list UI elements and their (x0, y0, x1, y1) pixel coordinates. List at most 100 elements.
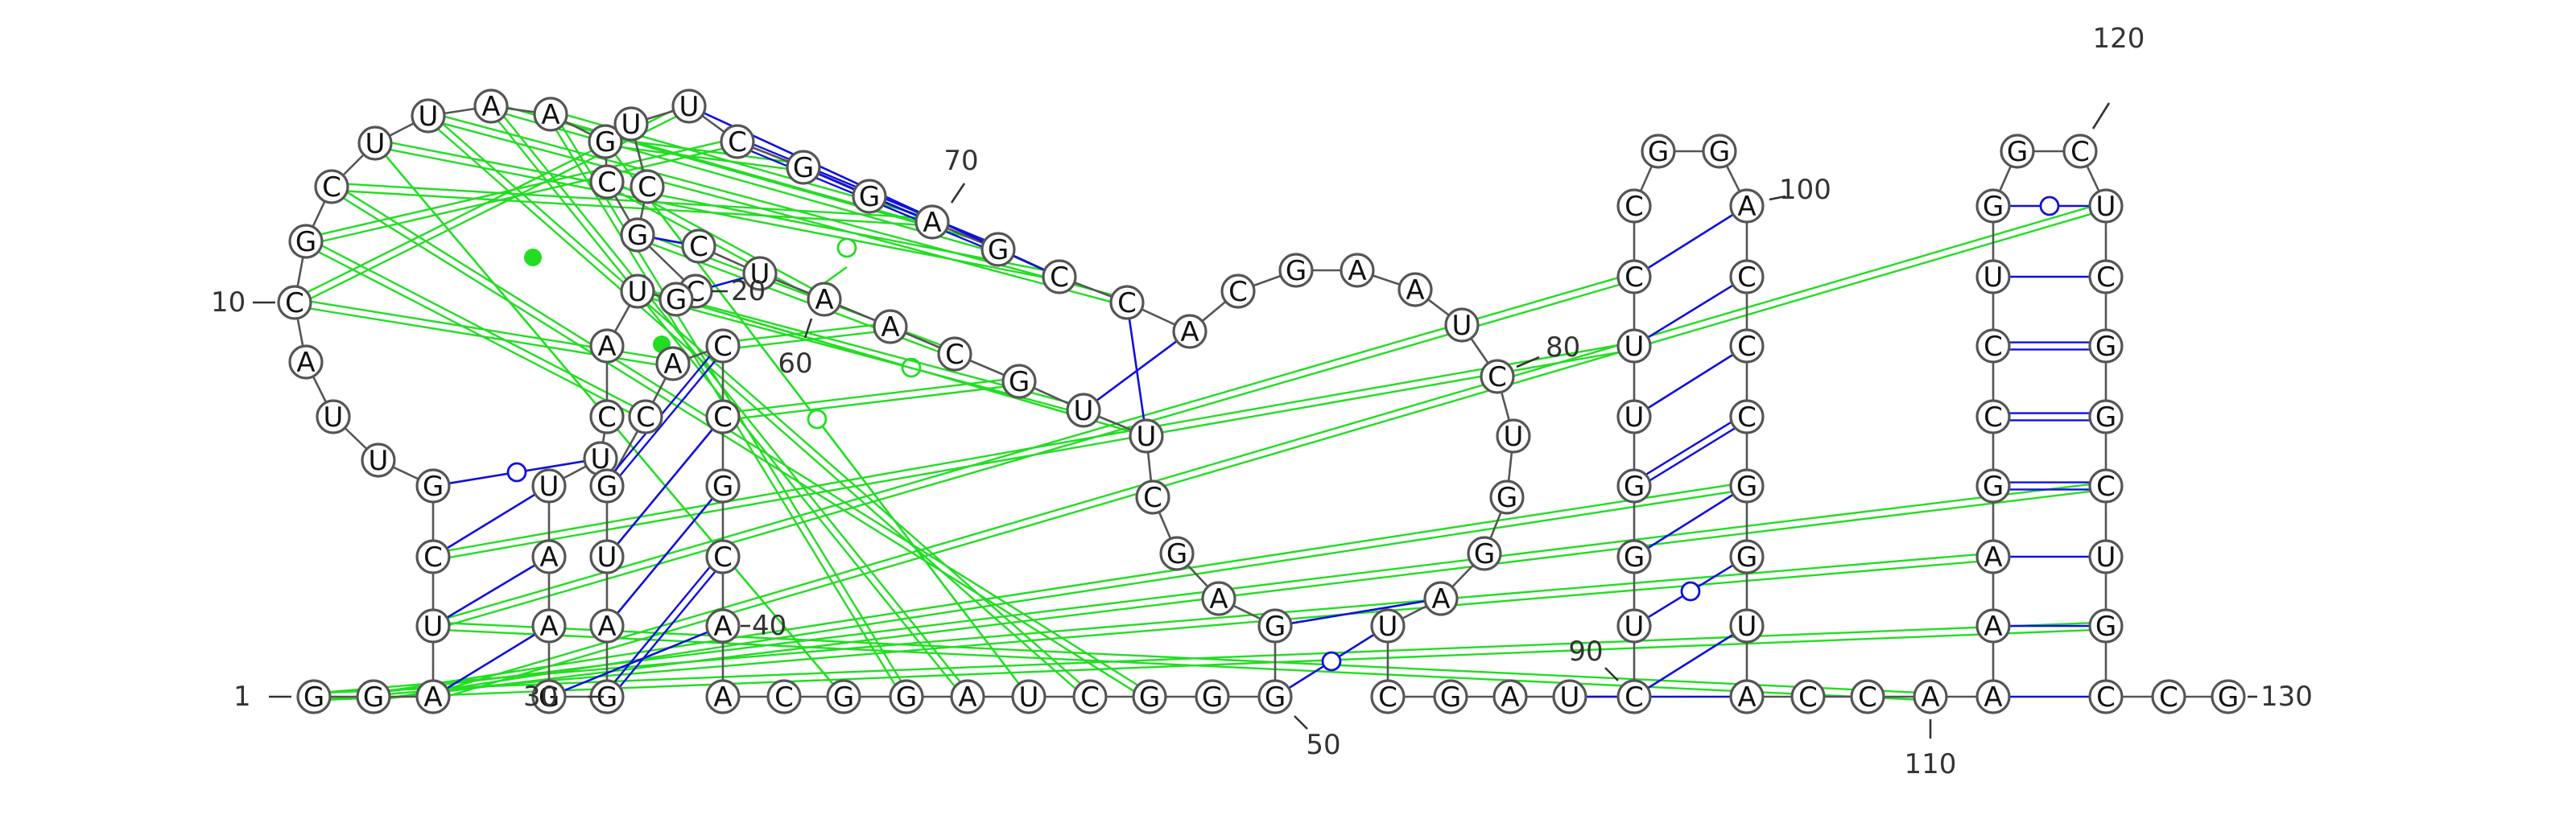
nucleotide-circle (296, 679, 332, 714)
nucleotide-letter: C (1624, 191, 1644, 223)
nucleotide-letter: G (2095, 401, 2116, 434)
index-label: 1 (233, 681, 251, 713)
base-pair (317, 250, 631, 414)
nucleotide: A (415, 679, 451, 714)
nucleotide-letter: U (750, 258, 770, 290)
nucleotide-circle (2088, 188, 2124, 224)
base-pair (387, 484, 1732, 692)
base-pair (709, 276, 746, 289)
nucleotide-letter: A (1348, 255, 1366, 287)
nucleotide-circle (1616, 328, 1652, 364)
nucleotide-circle (1278, 253, 1314, 288)
nucleotide-letter: G (1624, 471, 1645, 503)
nucleotide-letter: C (2096, 261, 2116, 294)
nucleotide-letter: U (1984, 261, 2004, 294)
nucleotide-letter: C (1488, 361, 1507, 393)
nucleotide-circle (415, 679, 451, 714)
nucleotide: C (2088, 468, 2124, 504)
index-label: 100 (1779, 174, 1831, 206)
nucleotide-letter: U (1624, 331, 1645, 363)
nucleotide-circle (314, 169, 349, 204)
base-pair (737, 378, 1004, 413)
nucleotide: A (1975, 679, 2011, 714)
index-tick (1769, 195, 1786, 201)
nucleotide-letter: A (1921, 681, 1939, 714)
nucleotide-circle (2088, 608, 2124, 644)
nucleotide-letter: U (1074, 395, 1094, 427)
nucleotide-circle (415, 468, 451, 504)
nucleotide-letter: C (1858, 681, 1877, 714)
nucleotide-letter: G (1166, 538, 1187, 570)
base-pair (653, 290, 1071, 405)
nucleotide-circle (531, 679, 567, 714)
index-label: 40 (752, 610, 786, 642)
nucleotide-circle (1132, 679, 1167, 714)
nucleotide-letter: C (597, 401, 617, 434)
nucleotide: C (766, 679, 802, 714)
base-pair (502, 115, 962, 684)
nucleotide: U (2088, 539, 2124, 574)
nucleotide-circle (786, 150, 821, 185)
nucleotide: A (705, 608, 741, 644)
nucleotide: C (1975, 399, 2011, 434)
nucleotide-letter: G (1736, 541, 1757, 574)
nucleotide-circle (889, 679, 924, 714)
base-pair (320, 244, 634, 408)
base-pair (506, 105, 985, 243)
nucleotide-circle (356, 679, 391, 714)
nucleotide: U (1011, 679, 1046, 714)
base-pair (328, 622, 2091, 694)
nucleotide-circle (1641, 134, 1676, 169)
nucleotide-letter: A (1737, 191, 1756, 223)
nucleotide-letter: U (369, 445, 389, 477)
nucleotide-circle (1370, 608, 1406, 644)
nucleotide-circle (1042, 259, 1077, 294)
nucleotide-letter: A (1209, 583, 1228, 615)
index-label: 130 (2260, 681, 2313, 713)
nucleotide: A (1423, 581, 1459, 616)
nucleotide: U (1729, 608, 1765, 644)
nucleotide-letter: C (2096, 471, 2116, 503)
nucleotide-circle (980, 232, 1016, 267)
nucleotide: C (1480, 359, 1515, 394)
nucleotide-letter: G (303, 681, 324, 714)
nucleotide-circle (1489, 479, 1525, 515)
nucleotide-circle (277, 285, 312, 320)
nucleotide-circle (1201, 581, 1236, 616)
index-label: 90 (1568, 636, 1603, 668)
nucleotide-letter: U (365, 128, 386, 160)
nucleotide-circle (1616, 399, 1652, 434)
nucleotide-circle (589, 539, 625, 574)
nucleotide: U (531, 468, 567, 504)
nucleotide-letter: A (923, 207, 941, 239)
nucleotide-letter: A (1984, 541, 2002, 574)
base-pair (1128, 317, 1146, 422)
nucleotide: G (589, 679, 625, 714)
base-pair (738, 331, 876, 349)
nucleotide: A (589, 608, 625, 644)
nucleotide: G (1001, 364, 1037, 399)
nucleotide-circle (1129, 418, 1164, 454)
base-pair (390, 142, 1046, 272)
index-tick (1604, 667, 1619, 681)
nucleotide-circle (357, 126, 393, 161)
nucleotide-circle (316, 399, 351, 434)
nucleotide: C (1042, 259, 1077, 294)
nucleotide-circle (2062, 134, 2098, 169)
nucleotide-circle (1496, 418, 1531, 454)
nucleotide-letter: C (1080, 681, 1100, 714)
nucleotide: C (1109, 285, 1145, 320)
nucleotide-circle (473, 88, 509, 124)
nucleotide-circle (2088, 468, 2124, 504)
nucleotide-letter: G (1474, 538, 1495, 570)
nucleotide-circle (288, 224, 324, 259)
nucleotide: G (826, 679, 861, 714)
nucleotide: G (1975, 468, 2011, 504)
base-pair (1646, 633, 1735, 689)
nucleotide-circle (2000, 134, 2035, 169)
nucleotide-letter: C (1984, 331, 2003, 363)
nucleotide-circle (1616, 188, 1652, 224)
nucleotide: G (1257, 608, 1293, 644)
nucleotide-circle (1850, 679, 1885, 714)
nucleotide-letter: G (295, 226, 316, 258)
